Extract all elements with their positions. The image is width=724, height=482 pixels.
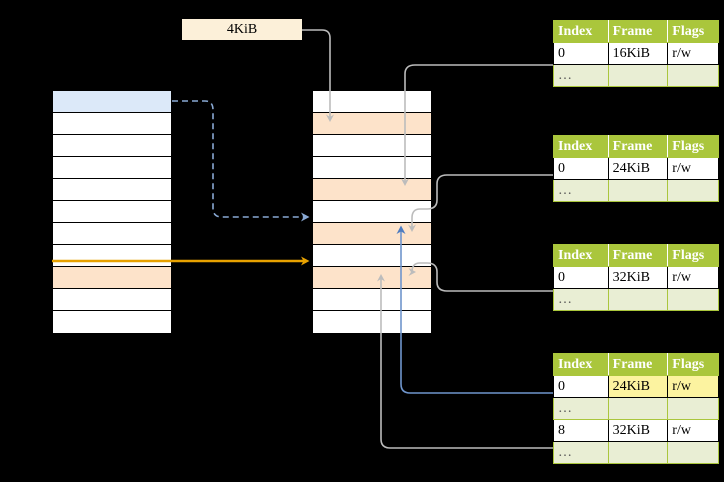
connector-left0-to-middle6: [172, 100, 310, 222]
cell-flags: r/w: [667, 157, 719, 180]
cell-frame: [607, 288, 669, 311]
column-header-frame: Frame: [607, 244, 669, 267]
cell-frame: 24KiB: [607, 157, 669, 180]
connector-ft2-to-middle: [408, 174, 553, 232]
page-table-entry: [313, 157, 431, 179]
cell-flags: [667, 441, 719, 464]
column-header-index: Index: [553, 244, 609, 267]
column-header-frame: Frame: [607, 353, 669, 376]
table-row: …: [553, 288, 719, 311]
page-table-entry: [53, 223, 171, 245]
page-table-entry: [313, 113, 431, 135]
column-header-flags: Flags: [667, 244, 719, 267]
page-table-entry: [313, 223, 431, 245]
column-header-flags: Flags: [667, 135, 719, 158]
page-table-entry: [53, 201, 171, 223]
cell-frame: 16KiB: [607, 42, 669, 65]
cell-frame: [607, 179, 669, 202]
cell-flags: [667, 288, 719, 311]
cell-flags: r/w: [667, 419, 719, 442]
page-table-entry: [53, 113, 171, 135]
page-table-entry: [313, 267, 431, 289]
page-table-entry: [53, 179, 171, 201]
table-row: …: [553, 64, 719, 87]
column-header-index: Index: [553, 353, 609, 376]
cell-index: …: [553, 397, 609, 420]
page-table-entry: [313, 245, 431, 267]
cell-index: 8: [553, 419, 609, 442]
page-table-entry: [313, 289, 431, 311]
column-header-frame: Frame: [607, 20, 669, 43]
cell-frame: [607, 397, 669, 420]
left-page-table: [52, 90, 172, 334]
cell-flags: r/w: [667, 42, 719, 65]
cell-frame: [607, 64, 669, 87]
cell-frame: 32KiB: [607, 419, 669, 442]
page-table-entry: [53, 91, 171, 113]
cell-index: 0: [553, 266, 609, 289]
cell-index: …: [553, 179, 609, 202]
page-size-label: 4KiB: [182, 19, 302, 40]
column-header-frame: Frame: [607, 135, 669, 158]
page-table-entry: [313, 91, 431, 113]
middle-page-table: [312, 90, 432, 334]
cell-flags: r/w: [667, 266, 719, 289]
page-table-entry: [53, 267, 171, 289]
page-table-entry: [53, 135, 171, 157]
connector-ft3-to-middle: [408, 262, 553, 292]
cell-flags: r/w: [667, 375, 719, 398]
page-table-entry: [313, 201, 431, 223]
page-table-entry: [53, 311, 171, 333]
page-table-entry: [313, 311, 431, 333]
table-row: …: [553, 179, 719, 202]
column-header-flags: Flags: [667, 20, 719, 43]
page-table-entry: [313, 179, 431, 201]
cell-index: …: [553, 64, 609, 87]
cell-index: …: [553, 441, 609, 464]
cell-frame: 32KiB: [607, 266, 669, 289]
page-table-entry: [53, 289, 171, 311]
cell-frame: [607, 441, 669, 464]
cell-index: …: [553, 288, 609, 311]
cell-index: 0: [553, 42, 609, 65]
page-table-entry: [53, 245, 171, 267]
cell-flags: [667, 179, 719, 202]
cell-frame: 24KiB: [607, 375, 669, 398]
column-header-index: Index: [553, 20, 609, 43]
cell-index: 0: [553, 375, 609, 398]
cell-flags: [667, 397, 719, 420]
table-row: …: [553, 397, 719, 420]
column-header-flags: Flags: [667, 353, 719, 376]
cell-flags: [667, 64, 719, 87]
table-row: …: [553, 441, 719, 464]
column-header-index: Index: [553, 135, 609, 158]
cell-index: 0: [553, 157, 609, 180]
page-table-entry: [313, 135, 431, 157]
page-table-entry: [53, 157, 171, 179]
